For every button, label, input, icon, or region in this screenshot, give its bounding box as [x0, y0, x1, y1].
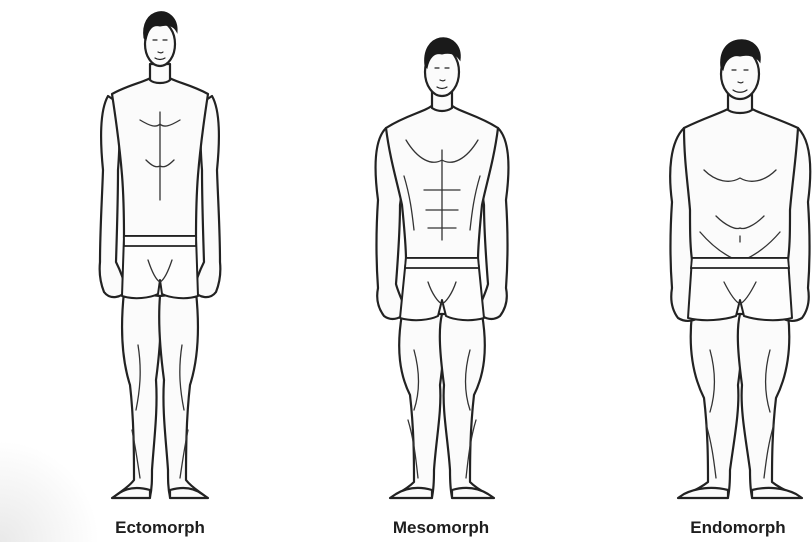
endomorph-torso	[684, 106, 798, 260]
mesomorph-figure	[376, 38, 509, 498]
mesomorph-right-leg	[440, 314, 492, 497]
endomorph-label: Endomorph	[678, 518, 798, 538]
ectomorph-figure	[100, 12, 221, 498]
endomorph-figure	[670, 40, 810, 498]
mesomorph-left-leg	[392, 314, 444, 497]
ectomorph-left-leg	[114, 292, 161, 497]
ectomorph-right-leg	[159, 292, 206, 497]
mesomorph-label: Mesomorph	[376, 518, 506, 538]
ectomorph-label: Ectomorph	[100, 518, 220, 538]
